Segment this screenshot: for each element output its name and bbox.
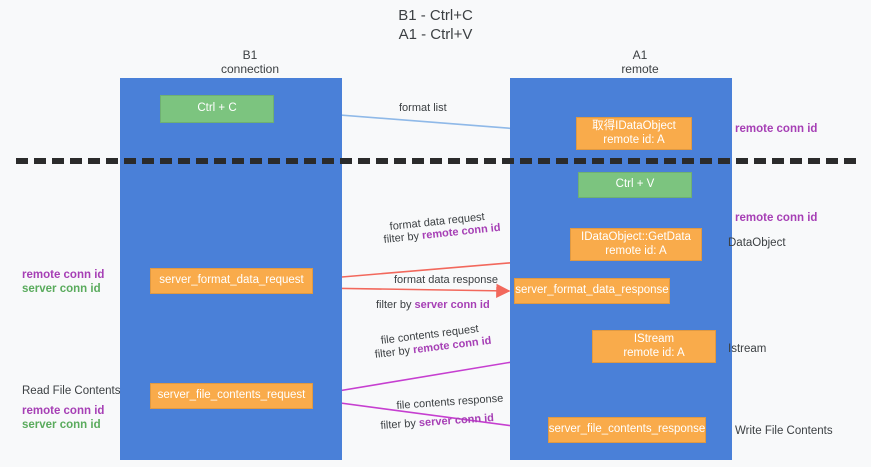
edge-label-file-contents-response-filter: filter by server conn id <box>380 411 494 433</box>
annotation-server-conn-id: server conn id <box>22 419 101 431</box>
filter-prefix: filter by <box>376 299 415 311</box>
arrow-format-data-response <box>315 283 511 299</box>
edge-label-format-data-response: format data response <box>394 274 498 286</box>
node-server-file-contents-response[interactable]: server_file_contents_response <box>548 417 706 443</box>
annotation-istream: Istream <box>728 343 767 355</box>
annotation-write-file-contents: Write File Contents <box>735 425 833 437</box>
annotation-server-conn-id: server conn id <box>22 283 101 295</box>
node-ctrl-v[interactable]: Ctrl + V <box>578 172 692 198</box>
node-server-file-contents-request[interactable]: server_file_contents_request <box>150 383 313 409</box>
column-header-b1: B1 connection <box>220 48 280 76</box>
column-header-a1: A1 remote <box>621 48 659 76</box>
edge-label-format-list: format list <box>399 102 447 114</box>
filter-prefix: filter by <box>374 344 414 361</box>
node-ctrl-c[interactable]: Ctrl + C <box>160 95 274 123</box>
annotation-remote-conn-id-top: remote conn id <box>735 123 818 135</box>
annotation-left-conn-ids-bottom: Read File Contents remote conn id server… <box>22 384 147 432</box>
page-title: B1 - Ctrl+C A1 - Ctrl+V <box>398 7 473 43</box>
filter-prefix: filter by <box>380 417 420 432</box>
annotation-dataobject: DataObject <box>728 237 786 249</box>
annotation-read-file-contents: Read File Contents <box>22 385 121 397</box>
annotation-remote-conn-id: remote conn id <box>22 405 105 417</box>
node-idataobject-getdata[interactable]: IDataObject::GetData remote id: A <box>570 228 702 261</box>
annotation-left-conn-ids-top: remote conn id server conn id <box>22 268 142 296</box>
edge-label-format-data-response-filter: filter by server conn id <box>376 298 490 312</box>
node-server-format-data-request[interactable]: server_format_data_request <box>150 268 313 294</box>
filter-key-server-conn-id: server conn id <box>418 412 495 430</box>
phase-divider <box>16 158 856 164</box>
annotation-remote-conn-id-mid: remote conn id <box>735 212 818 224</box>
filter-prefix: filter by <box>383 229 423 246</box>
annotation-remote-conn-id: remote conn id <box>22 269 105 281</box>
filter-key-server-conn-id: server conn id <box>414 299 490 311</box>
node-istream[interactable]: IStream remote id: A <box>592 330 716 363</box>
edge-label-file-contents-response: file contents response <box>396 392 504 412</box>
node-get-idataobject[interactable]: 取得IDataObject remote id: A <box>576 117 692 150</box>
node-server-format-data-response[interactable]: server_format_data_response <box>514 278 670 304</box>
